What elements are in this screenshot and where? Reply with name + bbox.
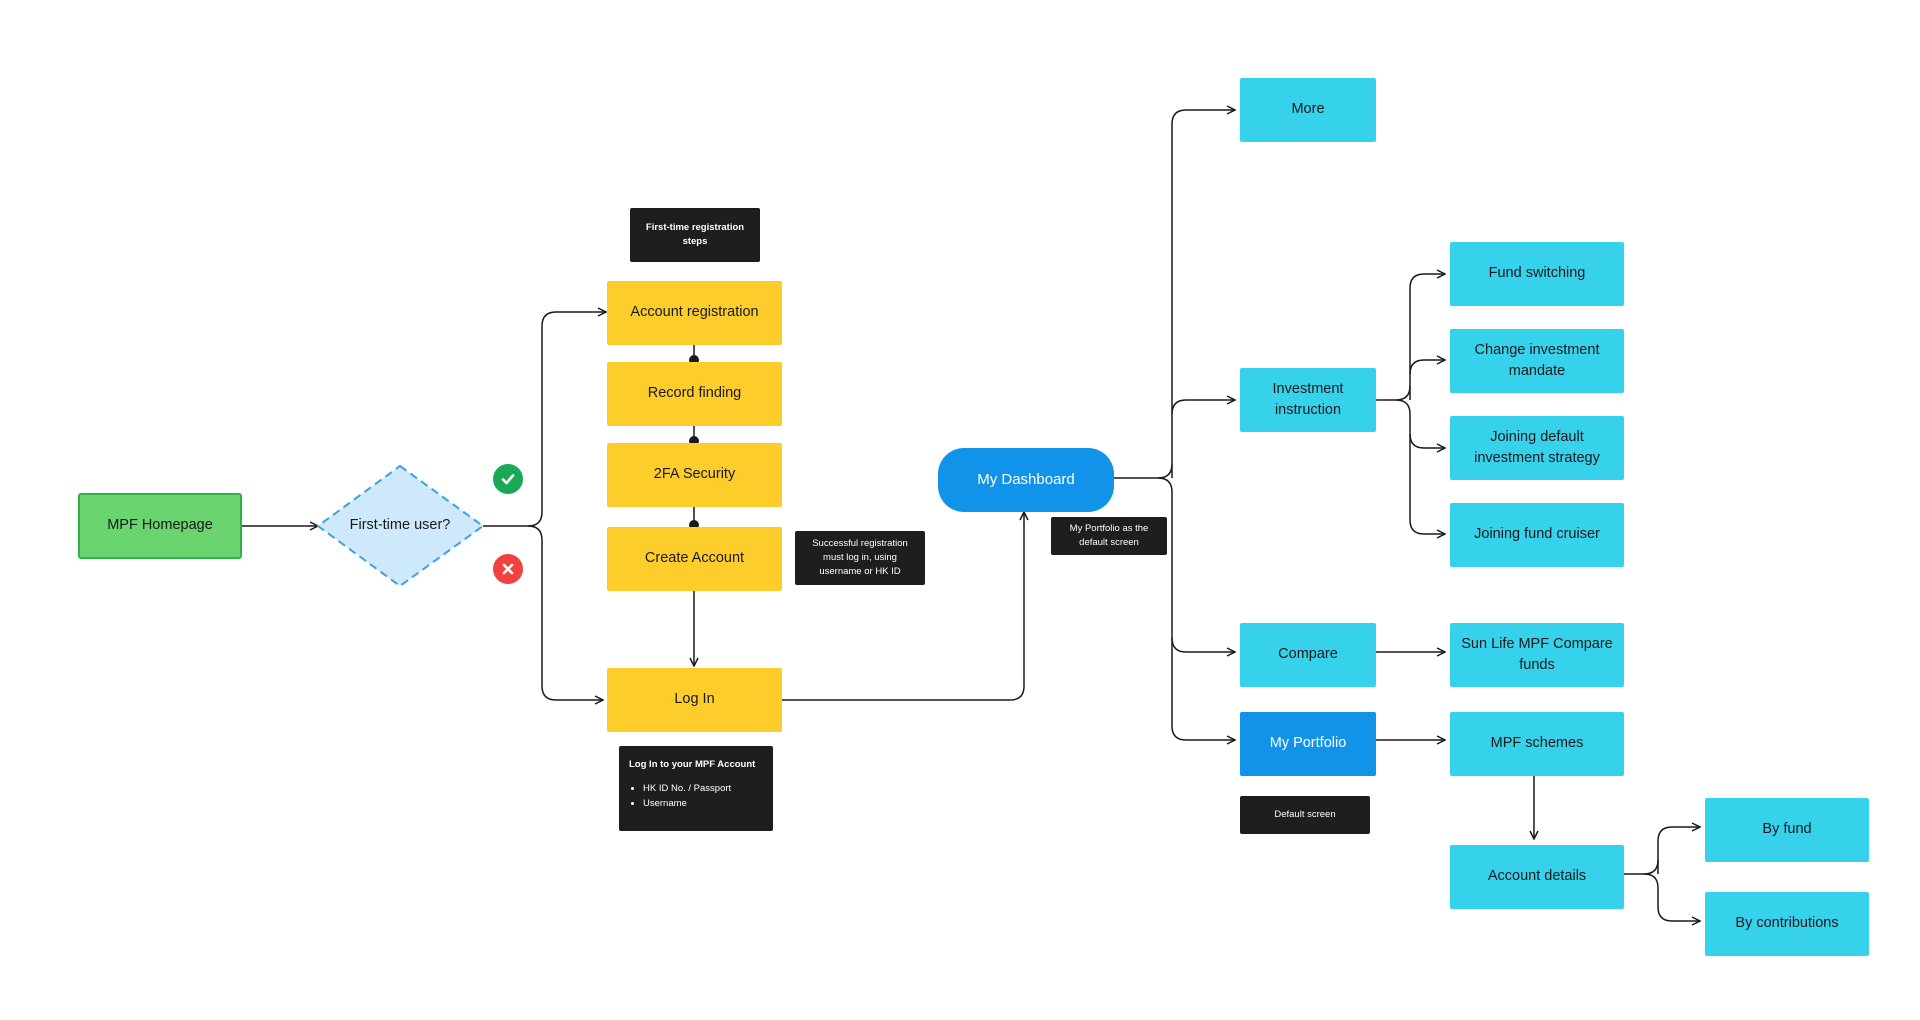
mpf-schemes-node[interactable]: MPF schemes	[1450, 712, 1624, 776]
my-portfolio-node[interactable]: My Portfolio	[1240, 712, 1376, 776]
arrow-investment-to-fund-switching	[1409, 274, 1445, 400]
login-info-note: Log In to your MPF Account HK ID No. / P…	[619, 746, 773, 831]
my-dashboard-node[interactable]: My Dashboard	[938, 448, 1114, 512]
investment-instruction-node[interactable]: Investment instruction	[1240, 368, 1376, 432]
login-note-title: Log In to your MPF Account	[629, 759, 756, 770]
login-note-item: HK ID No. / Passport	[643, 782, 731, 796]
registration-steps-note: First-time registration steps	[630, 208, 760, 262]
more-node[interactable]: More	[1240, 78, 1376, 142]
record-finding-node[interactable]: Record finding	[607, 362, 782, 426]
decision-diamond	[316, 464, 485, 588]
compare-node[interactable]: Compare	[1240, 623, 1376, 687]
arrow-decision-to-login	[527, 525, 603, 700]
account-registration-node[interactable]: Account registration	[607, 281, 782, 345]
account-details-node[interactable]: Account details	[1450, 845, 1624, 909]
check-circle-icon	[493, 464, 523, 494]
line-account-details-out	[1620, 859, 1659, 875]
joining-fund-cruiser-node[interactable]: Joining fund cruiser	[1450, 503, 1624, 567]
arrow-dashboard-to-more	[1171, 110, 1235, 478]
line-investment-out	[1372, 385, 1411, 401]
by-fund-node[interactable]: By fund	[1705, 798, 1869, 862]
arrow-investment-to-fund-cruiser	[1409, 434, 1445, 534]
by-contributions-node[interactable]: By contributions	[1705, 892, 1869, 956]
log-in-node[interactable]: Log In	[607, 668, 782, 732]
first-time-user-decision[interactable]: First-time user?	[349, 517, 451, 534]
arrow-login-to-dashboard	[782, 512, 1024, 701]
default-screen-note: Default screen	[1240, 796, 1370, 834]
joining-default-investment-strategy-node[interactable]: Joining default investment strategy	[1450, 416, 1624, 480]
arrow-dashboard-to-compare	[1157, 477, 1235, 652]
arrow-investment-to-default-strategy	[1395, 399, 1445, 448]
fund-switching-node[interactable]: Fund switching	[1450, 242, 1624, 306]
arrow-dashboard-to-portfolio	[1171, 638, 1235, 740]
line-dashboard-out	[1112, 463, 1173, 479]
arrow-investment-to-mandate	[1409, 360, 1445, 375]
arrow-dashboard-to-investment	[1171, 400, 1235, 415]
arrow-account-details-to-by-fund	[1657, 827, 1700, 874]
2fa-security-node[interactable]: 2FA Security	[607, 443, 782, 507]
x-circle-icon	[493, 554, 523, 584]
successful-registration-note: Successful registration must log in, usi…	[795, 531, 925, 585]
change-investment-mandate-node[interactable]: Change investment mandate	[1450, 329, 1624, 393]
mpf-homepage-node[interactable]: MPF Homepage	[78, 493, 242, 559]
arrow-decision-to-registration	[483, 312, 606, 527]
create-account-node[interactable]: Create Account	[607, 527, 782, 591]
login-note-item: Username	[643, 797, 731, 811]
arrow-account-details-to-by-contributions	[1643, 873, 1700, 921]
sun-life-mpf-compare-funds-node[interactable]: Sun Life MPF Compare funds	[1450, 623, 1624, 687]
login-note-list: HK ID No. / Passport Username	[629, 782, 731, 811]
portfolio-default-note: My Portfolio as the default screen	[1051, 517, 1167, 555]
